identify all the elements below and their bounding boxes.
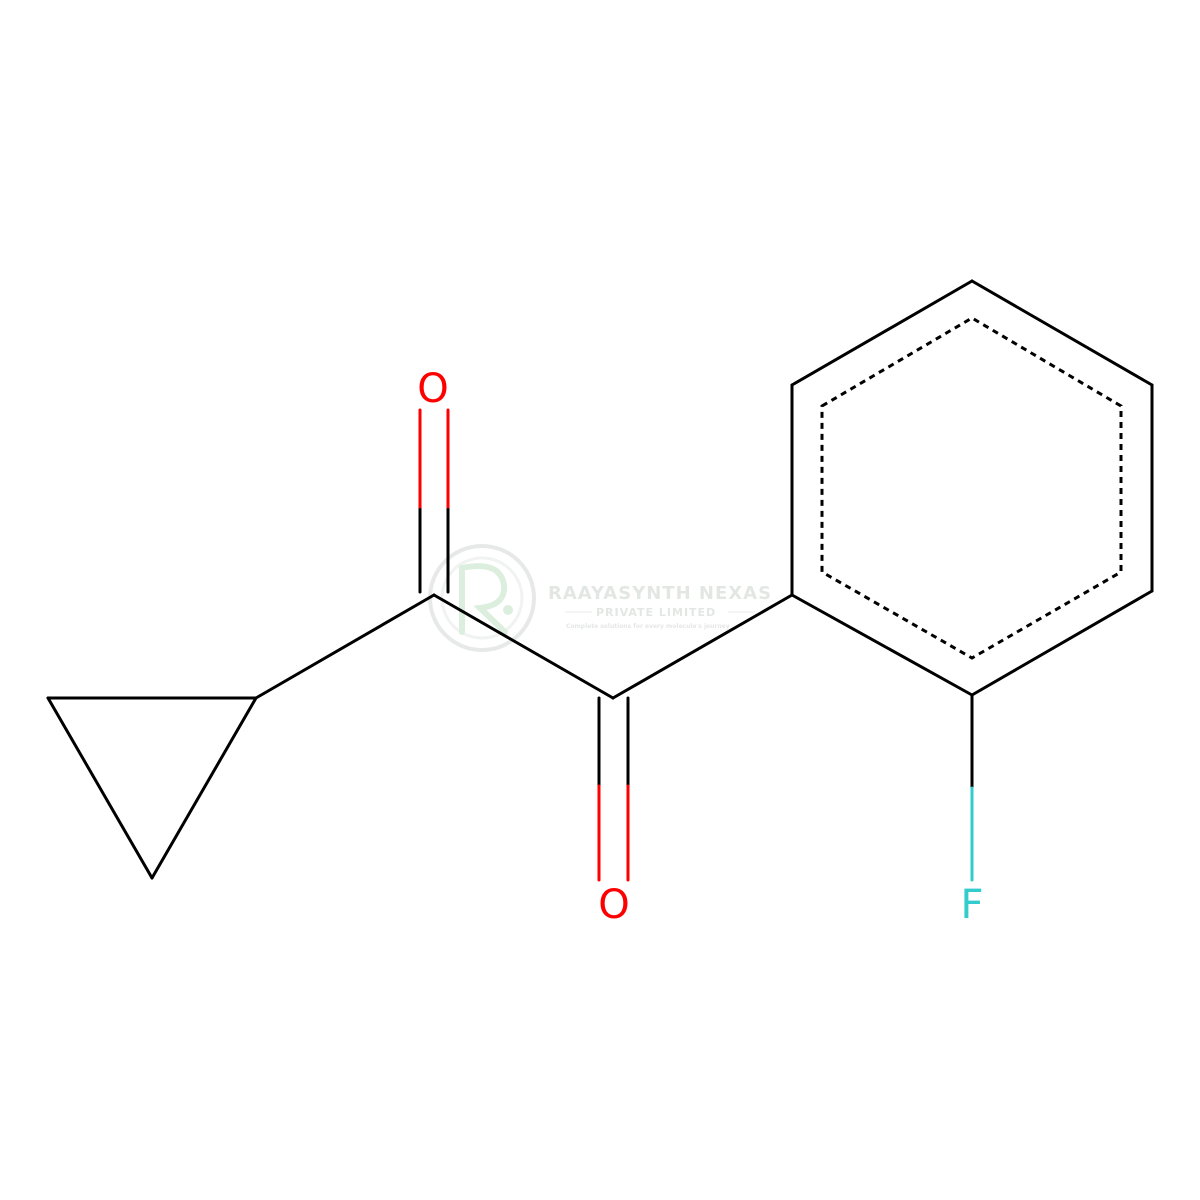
atom-oxygen-bottom: O [598,882,629,928]
watermark-company: RAAYASYNTH NEXAS [548,583,772,604]
watermark-logo [428,544,536,652]
bond-carbonyl-to-aryl [611,593,794,700]
bond-aryl-5 [970,589,1154,697]
atom-oxygen-top: O [417,366,448,412]
atom-fluorine: F [960,882,983,928]
watermark-tagline: Complete solutions for every molecule's … [566,623,730,630]
bond-aryl-3 [970,279,1154,387]
bond-aryl-6 [790,593,974,697]
watermark-logo-mark [459,563,508,635]
heteroatom-bonds [418,408,974,882]
bond-carbonyl-carbonyl [432,593,615,700]
bond-cyclopropyl-2 [46,696,154,880]
bond-ring-to-carbonyl [254,593,436,700]
bond-aryl-2 [790,279,974,387]
bond-cyclopropyl-3 [150,696,258,880]
aromatic-ring-inner [820,316,1123,660]
bonds [46,279,1154,880]
watermark: RAAYASYNTH NEXAS PRIVATE LIMITED Complet… [428,544,772,652]
watermark-subtitle: PRIVATE LIMITED [596,606,716,619]
